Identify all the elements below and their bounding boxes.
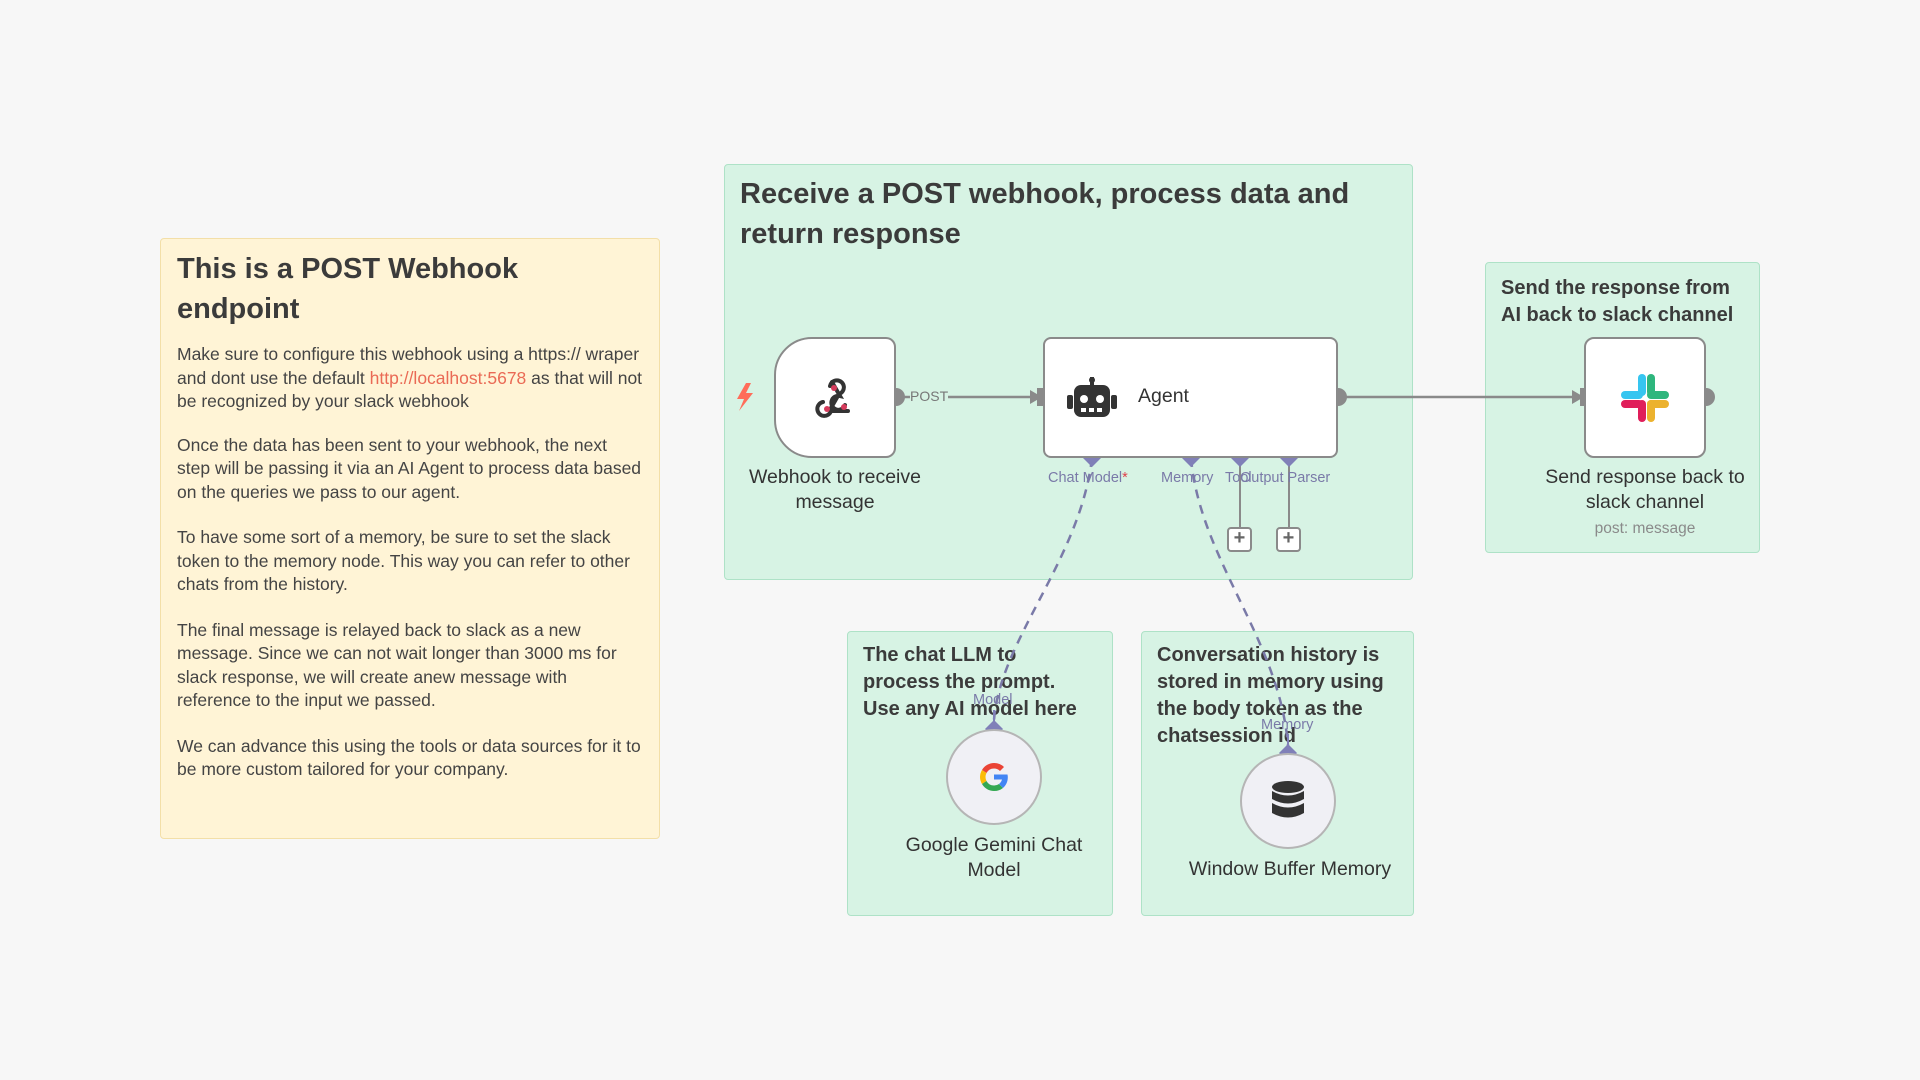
agent-node[interactable]: Agent — [1043, 337, 1338, 458]
sticky-title: Receive a POST webhook, process data and… — [740, 178, 1350, 250]
gemini-node-label: Google Gemini Chat Model — [905, 834, 1083, 881]
slack-icon — [1621, 374, 1669, 422]
connection-arrowhead — [1572, 390, 1584, 404]
add-output-parser-button[interactable]: + — [1276, 527, 1301, 552]
chat-model-port-label: Chat Model* — [1048, 470, 1128, 486]
sticky-title: The chat LLM to process the prompt. Use … — [863, 644, 1077, 720]
required-marker: * — [1122, 470, 1128, 486]
port-label-text: Chat Model — [1048, 470, 1123, 486]
sticky-text: as that will not be recognized by your s… — [177, 367, 643, 412]
tool-port-label: Tool — [1225, 470, 1252, 486]
sticky-title: Send the response from AI back to slack … — [1501, 277, 1734, 326]
sticky-paragraph-2: Once the data has been sent to your webh… — [177, 434, 642, 502]
gemini-node[interactable] — [946, 729, 1042, 825]
slack-input-port — [1580, 388, 1586, 406]
localhost-link[interactable]: http://localhost:5678 — [369, 367, 527, 388]
agent-node-label: Agent — [1138, 385, 1189, 407]
memory-node-port-label: Memory — [1261, 717, 1314, 733]
add-tool-button[interactable]: + — [1227, 527, 1252, 552]
sticky-paragraph-3: To have some sort of a memory, be sure t… — [177, 527, 630, 594]
connection-model-agent — [992, 457, 1094, 721]
webhook-node-label: Webhook to receive message — [749, 466, 921, 513]
sticky-title: This is a POST Webhook endpoint — [177, 253, 519, 325]
sticky-title: Conversation history is stored in memory… — [1157, 644, 1384, 747]
sticky-paragraph-5: We can advance this using the tools or d… — [177, 735, 641, 780]
database-icon — [1272, 781, 1304, 818]
google-icon — [980, 762, 1008, 792]
memory-port-label: Memory — [1161, 470, 1214, 486]
sticky-note-memory[interactable]: Conversation history is stored in memory… — [1141, 631, 1414, 916]
connection-arrowhead — [1030, 390, 1042, 404]
webhook-node[interactable] — [774, 337, 896, 458]
webhook-icon — [815, 378, 850, 418]
slack-node[interactable] — [1584, 337, 1706, 458]
gemini-port-label: Model — [973, 692, 1013, 708]
sticky-note-endpoint[interactable]: This is a POST Webhook endpoint Make sur… — [160, 238, 660, 839]
robot-icon — [1067, 377, 1117, 417]
sticky-paragraph-4: The final message is relayed back to sla… — [177, 619, 617, 711]
sticky-paragraph-1: Make sure to configure this webhook usin… — [177, 343, 643, 414]
window-buffer-memory-node[interactable] — [1240, 753, 1336, 849]
agent-input-port — [1037, 388, 1043, 406]
sticky-text: Make sure to configure this webhook usin… — [177, 344, 640, 388]
slack-node-sublabel: post: message — [1594, 520, 1696, 537]
slack-node-label: Send response back to slack channel — [1545, 466, 1745, 513]
connection-memory-agent — [1189, 457, 1290, 747]
memory-node-label: Window Buffer Memory — [1188, 858, 1392, 880]
output-parser-port-label: Output Parser — [1240, 470, 1331, 486]
webhook-output-label: POST — [910, 388, 949, 404]
